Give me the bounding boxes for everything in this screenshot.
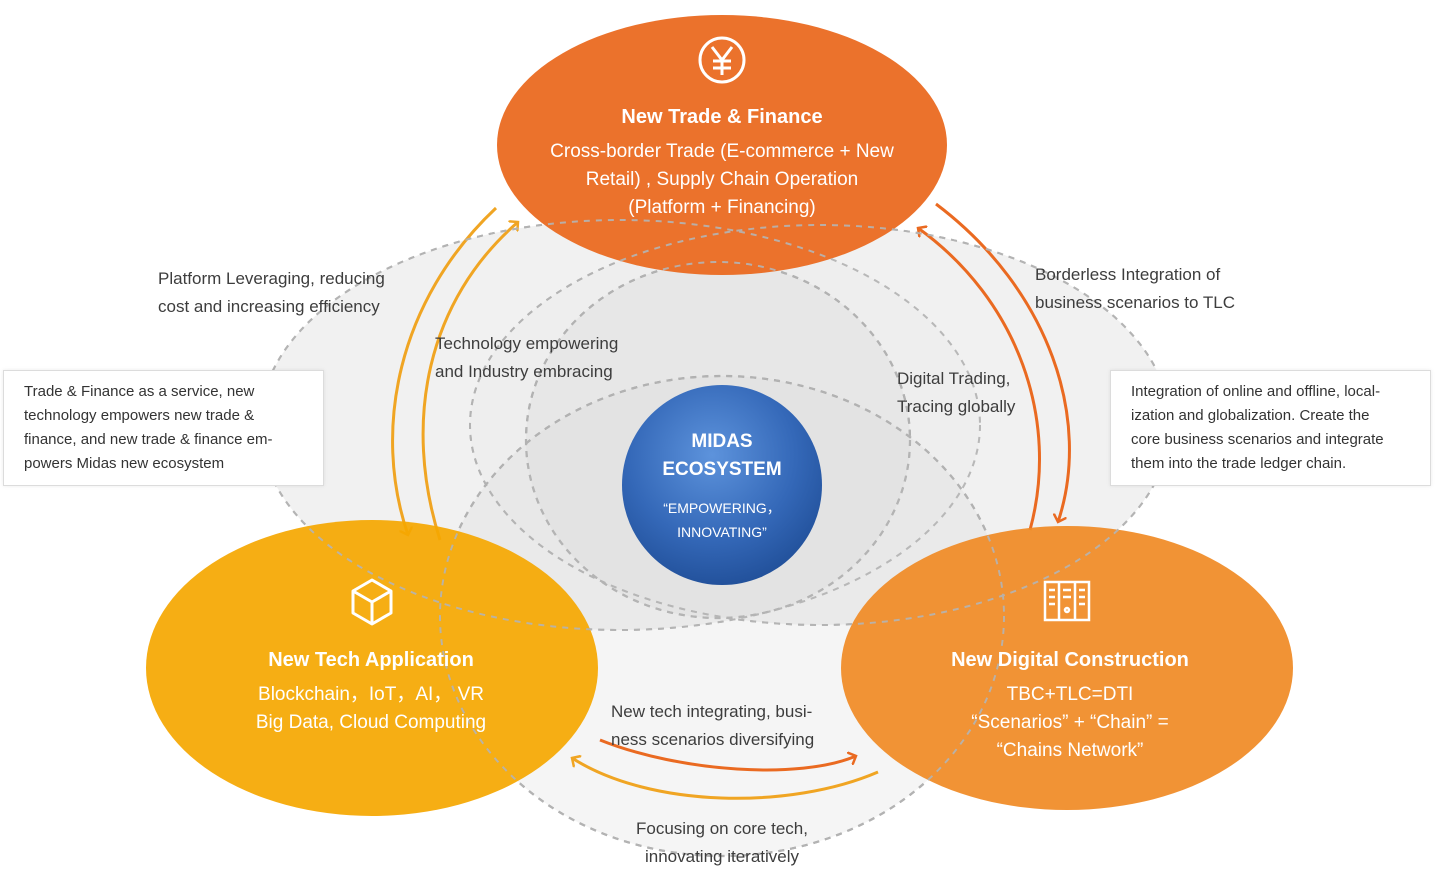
yen-icon [698, 36, 746, 84]
node-tech-title: New Tech Application [268, 649, 474, 671]
edge-trade-tech-line1: Platform Leveraging, reducing [158, 269, 385, 288]
inner-digital-trading-line2: Tracing globally [897, 397, 1016, 416]
edge-trade-digital-line1: Borderless Integration of [1035, 265, 1221, 284]
arrow-trade-to-digital-outer [935, 202, 1071, 522]
inner-label-tech-empowering: Technology empowering and Industry embra… [435, 330, 618, 386]
edge-tech-digital-line1: Focusing on core tech, [636, 819, 808, 838]
arrow-tech-to-trade-inner [421, 222, 518, 541]
node-tech-application: New Tech Application Blockchain，IoT，AI， … [196, 646, 546, 737]
node-trade-finance: New Trade & Finance Cross-border Trade (… [512, 103, 932, 222]
edge-label-trade-digital: Borderless Integration of business scena… [1035, 261, 1235, 317]
side-left-line1: Trade & Finance as a service, new [24, 383, 255, 400]
side-box-right: Integration of online and offline, local… [1110, 370, 1431, 486]
ellipse-new-trade-finance [497, 15, 947, 275]
side-left-line4: powers Midas new ecosystem [24, 455, 225, 472]
inner-tech-empowering-line1: Technology empowering [435, 334, 619, 353]
main-ellipses [146, 15, 1293, 816]
node-trade-line1: Cross-border Trade (E-commerce + New [550, 141, 894, 162]
arrow-trade-to-tech-outer [391, 206, 498, 535]
node-tech-line1: Blockchain，IoT，AI， VR [258, 684, 484, 705]
side-right-line1: Integration of online and offline, local… [1131, 383, 1381, 400]
edge-trade-tech-line2: cost and increasing efficiency [158, 297, 380, 316]
center-label: MIDAS ECOSYSTEM “EMPOWERING， INNOVATING” [622, 428, 822, 544]
inner-tech-empowering-line2: and Industry embracing [435, 362, 613, 381]
inner-new-tech-line2: ness scenarios diversifying [611, 730, 815, 749]
center-tag-line2: INNOVATING” [677, 524, 767, 540]
edge-label-tech-digital: Focusing on core tech, innovating iterat… [560, 815, 884, 871]
node-digital-line2: “Scenarios” + “Chain” = [971, 712, 1169, 733]
edge-tech-digital-line2: innovating iteratively [644, 847, 800, 866]
side-box-left: Trade & Finance as a service, new techno… [3, 370, 324, 486]
side-right-line2: ization and globalization. Create the [1131, 407, 1370, 424]
edge-trade-digital-line2: business scenarios to TLC [1035, 293, 1236, 312]
ellipse-new-tech-application [146, 520, 598, 816]
node-digital-title: New Digital Construction [951, 649, 1189, 671]
side-left-line2: technology empowers new trade & [24, 407, 255, 424]
side-right-line4: them into the trade ledger chain. [1131, 455, 1347, 472]
inner-new-tech-line1: New tech integrating, busi- [611, 702, 813, 721]
center-title-line2: ECOSYSTEM [662, 459, 782, 480]
server-icon [1043, 580, 1091, 622]
inner-dashed-circles [438, 260, 1006, 858]
inner-digital-trading-line1: Digital Trading, [897, 369, 1011, 388]
arrow-digital-to-trade-inner [918, 228, 1041, 531]
center-tag-line1: “EMPOWERING， [663, 500, 781, 516]
center-circle [622, 385, 822, 585]
node-digital-construction: New Digital Construction TBC+TLC=DTI “Sc… [892, 646, 1248, 765]
arrow-digital-to-tech [572, 758, 879, 800]
inner-label-new-tech-integrating: New tech integrating, busi- ness scenari… [611, 698, 814, 754]
center-title-line1: MIDAS [691, 431, 753, 452]
node-digital-line1: TBC+TLC=DTI [1006, 684, 1134, 705]
cube-icon [351, 578, 393, 626]
node-trade-line2: Retail) , Supply Chain Operation [585, 169, 859, 190]
edge-label-trade-tech: Platform Leveraging, reducing cost and i… [158, 265, 385, 321]
arrow-tech-to-digital [599, 738, 856, 772]
node-trade-line3: (Platform + Financing) [628, 197, 816, 218]
side-right-line3: core business scenarios and integrate [1131, 431, 1384, 448]
node-trade-title: New Trade & Finance [621, 106, 823, 128]
arrows [391, 202, 1071, 800]
node-tech-line2: Big Data, Cloud Computing [255, 712, 487, 733]
ellipse-new-digital-construction [841, 526, 1293, 810]
inner-label-digital-trading: Digital Trading, Tracing globally [897, 365, 1015, 421]
side-left-line3: finance, and new trade & finance em- [24, 431, 273, 448]
node-digital-line3: “Chains Network” [996, 740, 1144, 761]
